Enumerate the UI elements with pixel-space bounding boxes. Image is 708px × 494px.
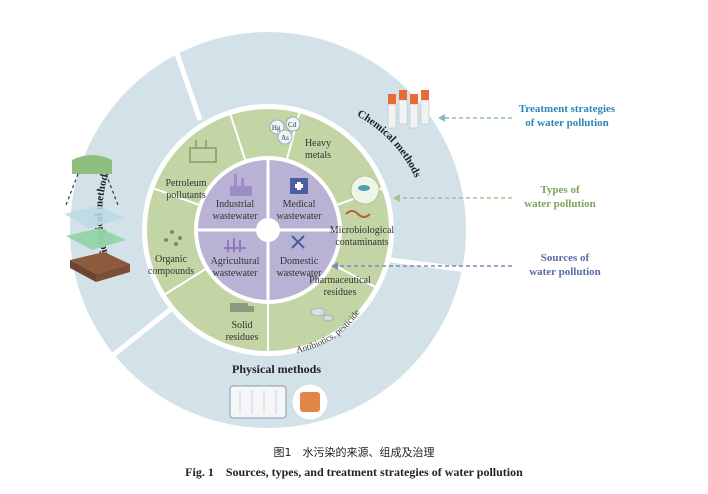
truck-icon	[230, 303, 254, 312]
outer-ring-dividers	[110, 47, 469, 358]
hospital-icon	[290, 178, 308, 194]
middle-ring-divider	[229, 114, 247, 160]
hg-symbol: Hg	[272, 124, 281, 132]
as-symbol: As	[281, 134, 289, 142]
middle-ring-divider	[332, 263, 376, 288]
heavy-metal-icon	[269, 116, 301, 145]
caption-chinese: 图1 水污染的来源、组成及治理	[273, 446, 435, 459]
pill-icon	[310, 307, 334, 322]
physical-filter-icon	[229, 383, 329, 421]
microbe-icon	[345, 175, 380, 218]
physical-methods-label: Physical methods	[232, 362, 321, 376]
middle-ring-divider	[153, 187, 199, 206]
oil-well-icon	[189, 140, 217, 163]
biological-filter-icon	[64, 155, 130, 282]
molecule-icon	[164, 230, 182, 246]
middle-ring-divider	[164, 268, 206, 295]
factory-icon	[230, 174, 252, 196]
cd-symbol: Cd	[288, 121, 297, 129]
svg-text:Hg Cd As: Hg Cd As	[272, 121, 298, 142]
caption-english: Fig. 1 Sources, types, and treatment str…	[185, 465, 523, 479]
chemical-vials-icon	[387, 90, 430, 129]
crop-icon	[224, 238, 246, 252]
center-hub	[256, 218, 280, 242]
tools-icon	[291, 235, 305, 249]
